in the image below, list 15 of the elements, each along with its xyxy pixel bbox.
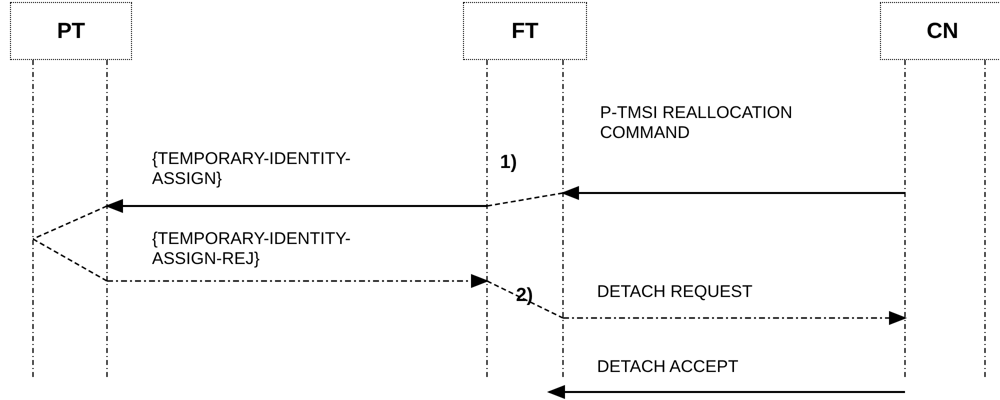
message-arrow (563, 311, 907, 325)
entity-header: CN (880, 2, 1000, 60)
edge-label: DETACH ACCEPT (597, 357, 740, 377)
edge-label: DETACH REQUEST (597, 282, 754, 302)
message-arrow (105, 199, 487, 213)
edge-label: {TEMPORARY-IDENTITY-ASSIGN-REJ} (152, 229, 352, 269)
step-number: 2) (516, 285, 533, 307)
edge-label: P-TMSI REALLOCATION COMMAND (600, 103, 794, 143)
entity-header: FT (463, 2, 587, 60)
entity-header: PT (10, 2, 132, 60)
message-arrow (561, 186, 905, 200)
step-number: 1) (500, 152, 517, 174)
message-arrow (547, 385, 905, 399)
message-arrow (107, 274, 489, 288)
edge-label: {TEMPORARY-IDENTITY-ASSIGN} (152, 149, 352, 189)
